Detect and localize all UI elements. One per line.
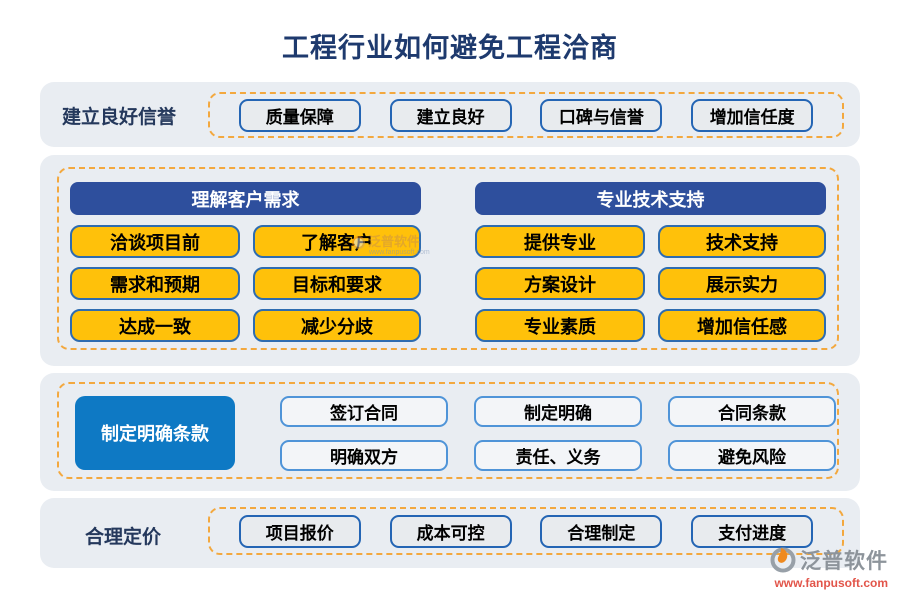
- section-reputation-label: 建立良好信誉: [62, 107, 177, 128]
- main-dashed-group: 理解客户需求 洽谈项目前 了解客户 需求和预期 目标和要求 达成一致 减少分歧 …: [57, 167, 839, 350]
- chip-provide-professional: 提供专业: [475, 225, 645, 258]
- chip-increase-trust-feeling: 增加信任感: [658, 309, 826, 342]
- chip-reputation-credit: 口碑与信誉: [540, 98, 663, 132]
- chip-contract-clauses: 合同条款: [668, 396, 836, 427]
- terms-title-box: 制定明确条款: [75, 396, 235, 470]
- chip-tech-support: 技术支持: [658, 225, 826, 258]
- chip-reach-agreement: 达成一致: [70, 309, 240, 342]
- reputation-dashed-group: 质量保障 建立良好 口碑与信誉 增加信任度: [208, 92, 844, 138]
- chip-reasonable-setting: 合理制定: [540, 514, 663, 548]
- chip-needs-expectation: 需求和预期: [70, 267, 240, 300]
- page-title: 工程行业如何避免工程洽商: [282, 33, 618, 63]
- section-main: 理解客户需求 洽谈项目前 了解客户 需求和预期 目标和要求 达成一致 减少分歧 …: [40, 155, 860, 366]
- chip-show-strength: 展示实力: [658, 267, 826, 300]
- column-understand-needs: 理解客户需求 洽谈项目前 了解客户 需求和预期 目标和要求 达成一致 减少分歧: [70, 182, 421, 348]
- terms-dashed-group: 制定明确条款 签订合同 制定明确 合同条款 明确双方 责任、义务 避免风险: [57, 382, 839, 479]
- chip-reduce-dispute: 减少分歧: [253, 309, 421, 342]
- brand-name: 泛普软件: [800, 550, 888, 573]
- chip-before-negotiation: 洽谈项目前: [70, 225, 240, 258]
- pricing-dashed-group: 项目报价 成本可控 合理制定 支付进度: [208, 507, 844, 555]
- brand-website: www.fanpusoft.com: [774, 576, 888, 590]
- chip-sign-contract: 签订合同: [280, 396, 448, 427]
- column-technical-support: 专业技术支持 提供专业 技术支持 方案设计 展示实力 专业素质 增加信任感: [475, 182, 826, 348]
- understand-needs-grid: 洽谈项目前 了解客户 需求和预期 目标和要求 达成一致 减少分歧: [70, 225, 421, 342]
- understand-needs-header: 理解客户需求: [70, 182, 421, 215]
- brand-footer: 泛普软件 www.fanpusoft.com: [770, 545, 888, 590]
- chip-payment-schedule: 支付进度: [691, 514, 814, 548]
- chip-increase-trust: 增加信任度: [691, 98, 814, 132]
- chip-quality-assurance: 质量保障: [238, 98, 361, 132]
- chip-know-customer: 了解客户: [253, 225, 421, 258]
- chip-build-good: 建立良好: [389, 98, 512, 132]
- chip-avoid-risk: 避免风险: [668, 440, 836, 471]
- chip-cost-control: 成本可控: [389, 514, 512, 548]
- chip-goals-requirements: 目标和要求: [253, 267, 421, 300]
- technical-support-header: 专业技术支持: [475, 182, 826, 215]
- section-reputation: 建立良好信誉 质量保障 建立良好 口碑与信誉 增加信任度: [40, 82, 860, 147]
- chip-solution-design: 方案设计: [475, 267, 645, 300]
- technical-support-grid: 提供专业 技术支持 方案设计 展示实力 专业素质 增加信任感: [475, 225, 826, 342]
- terms-grid: 签订合同 制定明确 合同条款 明确双方 责任、义务 避免风险: [280, 396, 836, 471]
- chip-clarify-both-parties: 明确双方: [280, 440, 448, 471]
- section-pricing: 合理定价 项目报价 成本可控 合理制定 支付进度: [40, 498, 860, 568]
- chip-make-clear: 制定明确: [474, 396, 642, 427]
- fanpu-logo-icon: [770, 547, 796, 573]
- section-terms: 制定明确条款 签订合同 制定明确 合同条款 明确双方 责任、义务 避免风险: [40, 373, 860, 491]
- chip-project-quote: 项目报价: [238, 514, 361, 548]
- chip-duty-obligation: 责任、义务: [474, 440, 642, 471]
- chip-professional-quality: 专业素质: [475, 309, 645, 342]
- section-pricing-label: 合理定价: [85, 527, 162, 548]
